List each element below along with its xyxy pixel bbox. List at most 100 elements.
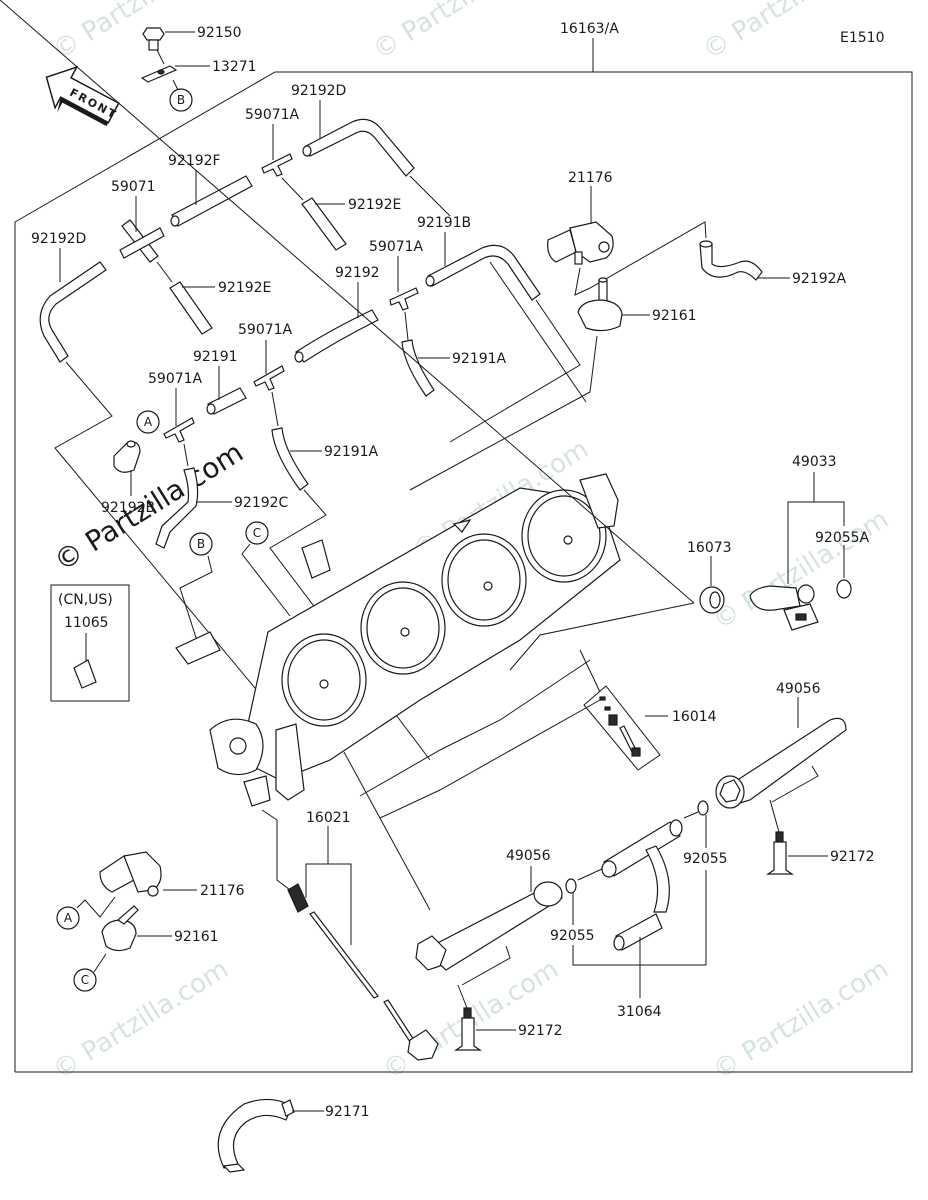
part-49056-rail-left: 49056: [415, 848, 563, 986]
label-92055-right: 92055: [683, 851, 728, 867]
watermark: © Partzilla.com: [368, 0, 554, 66]
label-31064: 31064: [617, 1004, 662, 1020]
part-92192D-hose-left: 92192D: [31, 231, 266, 701]
label-92192D-top: 92192D: [291, 83, 346, 99]
label-92192: 92192: [335, 265, 380, 281]
part-92191B-hose: 92191B: [417, 215, 587, 443]
part-16073-seal: 16073: [0, 0, 732, 671]
label-59071A-mid: 59071A: [369, 239, 424, 255]
part-21176-sensor-low: 21176 A: [56, 851, 245, 930]
throttle-bore-4: [521, 489, 607, 583]
ref-marker-c: [245, 521, 269, 545]
throttle-body-assembly: [175, 473, 621, 807]
part-11065-cap: [73, 659, 97, 689]
ref-marker-a: [56, 906, 80, 930]
part-92171-clip: 92171: [217, 1098, 370, 1173]
region-box-cn-us: (CN,US) 11065: [50, 584, 130, 702]
front-arrow-icon: FRONT: [45, 65, 120, 127]
throttle-bore-1: [281, 633, 367, 727]
label-16014: 16014: [672, 709, 717, 725]
watermark: © Partzilla.com: [708, 954, 894, 1086]
label-92192E-left: 92192E: [218, 280, 271, 296]
label-92171: 92171: [325, 1104, 370, 1120]
ref-marker-b: [169, 88, 193, 112]
ref-marker-c-label: C: [253, 526, 261, 540]
ref-marker-a-label: A: [144, 415, 153, 429]
label-92191A-mid: 92191A: [452, 351, 507, 367]
part-16021-screw-set: 16021: [261, 809, 439, 1061]
label-92172-right: 92172: [830, 849, 875, 865]
part-92192C-hose: 92192C: [155, 467, 289, 549]
label-92192C: 92192C: [234, 495, 289, 511]
ref-marker-b: [189, 532, 213, 556]
label-92192A: 92192A: [792, 271, 847, 287]
throttle-bore-3: [441, 533, 527, 627]
label-59071A-top: 59071A: [245, 107, 300, 123]
part-92055-oring-left: 92055: [550, 867, 605, 944]
label-49033: 49033: [792, 454, 837, 470]
part-49033-injector: 49033: [749, 454, 845, 631]
ref-marker-a: [136, 410, 160, 434]
part-92161-cap-low: 92161 C: [73, 905, 219, 992]
label-92055-left: 92055: [550, 928, 595, 944]
part-92192-hose: 92192: [294, 265, 380, 363]
label-49056-left: 49056: [506, 848, 551, 864]
ref-marker-b-label: B: [197, 537, 205, 551]
ref-marker-c: [73, 968, 97, 992]
part-92192E-hose-left: 92192E: [169, 280, 271, 335]
label-92161-top: 92161: [652, 308, 697, 324]
part-92192B-cap: A 92192B: [101, 410, 160, 516]
label-92192B: 92192B: [101, 500, 155, 516]
label-59071A-left: 59071A: [148, 371, 203, 387]
label-92191A-low: 92191A: [324, 444, 379, 460]
label-21176-low: 21176: [200, 883, 245, 899]
part-92150-bolt: 92150: [142, 25, 242, 65]
part-92192A-hose: 92192A: [699, 240, 847, 287]
label-49056-right: 49056: [776, 681, 821, 697]
part-59071A-tee-mid: 59071A: [369, 239, 424, 341]
part-92161-cap-top: 92161: [409, 277, 697, 491]
label-21176-top: 21176: [568, 170, 613, 186]
part-49056-rail-right: 49056: [715, 681, 847, 809]
ref-markers-throttle: B C: [179, 521, 291, 651]
label-92150: 92150: [197, 25, 242, 41]
label-16021: 16021: [306, 810, 351, 826]
assembly-outline: 16163/A: [14, 21, 913, 1073]
label-11065: 11065: [64, 615, 109, 631]
label-92192E-top: 92192E: [348, 197, 401, 213]
part-59071-cross: 59071: [111, 179, 173, 283]
label-92192F: 92192F: [168, 153, 221, 169]
assembly-label: 16163/A: [560, 21, 619, 37]
label-92161-low: 92161: [174, 929, 219, 945]
part-92172-bolt-low: 92172: [454, 984, 563, 1051]
part-13271-plate: 13271 B: [140, 59, 257, 112]
part-92055-oring-right: 92055: [572, 800, 728, 966]
label-92055A: 92055A: [815, 530, 870, 546]
label-92192D-left: 92192D: [31, 231, 86, 247]
label-59071A-center: 59071A: [238, 322, 293, 338]
ref-marker-b-label: B: [177, 93, 185, 107]
diagram-code: E1510: [840, 30, 884, 46]
part-59071A-tee-top: 59071A: [245, 107, 304, 201]
leader-lines: [343, 659, 601, 911]
part-92191A-hose-mid: 92191A: [401, 339, 507, 397]
ref-marker-a-label: A: [64, 911, 73, 925]
label-92191B: 92191B: [417, 215, 471, 231]
part-16014-kit: 16014: [579, 649, 717, 771]
part-92055A-oring: 92055A: [815, 530, 870, 599]
label-13271: 13271: [212, 59, 257, 75]
part-92192D-hose-top: 92192D: [291, 83, 451, 217]
part-92172-bolt-right: 92172: [766, 799, 875, 875]
part-92192E-hose-top: 92192E: [301, 197, 401, 251]
ref-marker-c-label: C: [81, 973, 89, 987]
label-92172-low: 92172: [518, 1023, 563, 1039]
part-92191-hose: 92191: [193, 349, 247, 415]
region-box-label: (CN,US): [58, 592, 113, 608]
label-92191: 92191: [193, 349, 238, 365]
part-59071A-tee-left: 59071A: [148, 371, 203, 467]
label-16073: 16073: [687, 540, 732, 556]
part-21176-sensor-top: 21176: [547, 170, 707, 296]
throttle-bore-2: [360, 581, 446, 675]
part-92192F-hose: 92192F: [168, 153, 253, 227]
